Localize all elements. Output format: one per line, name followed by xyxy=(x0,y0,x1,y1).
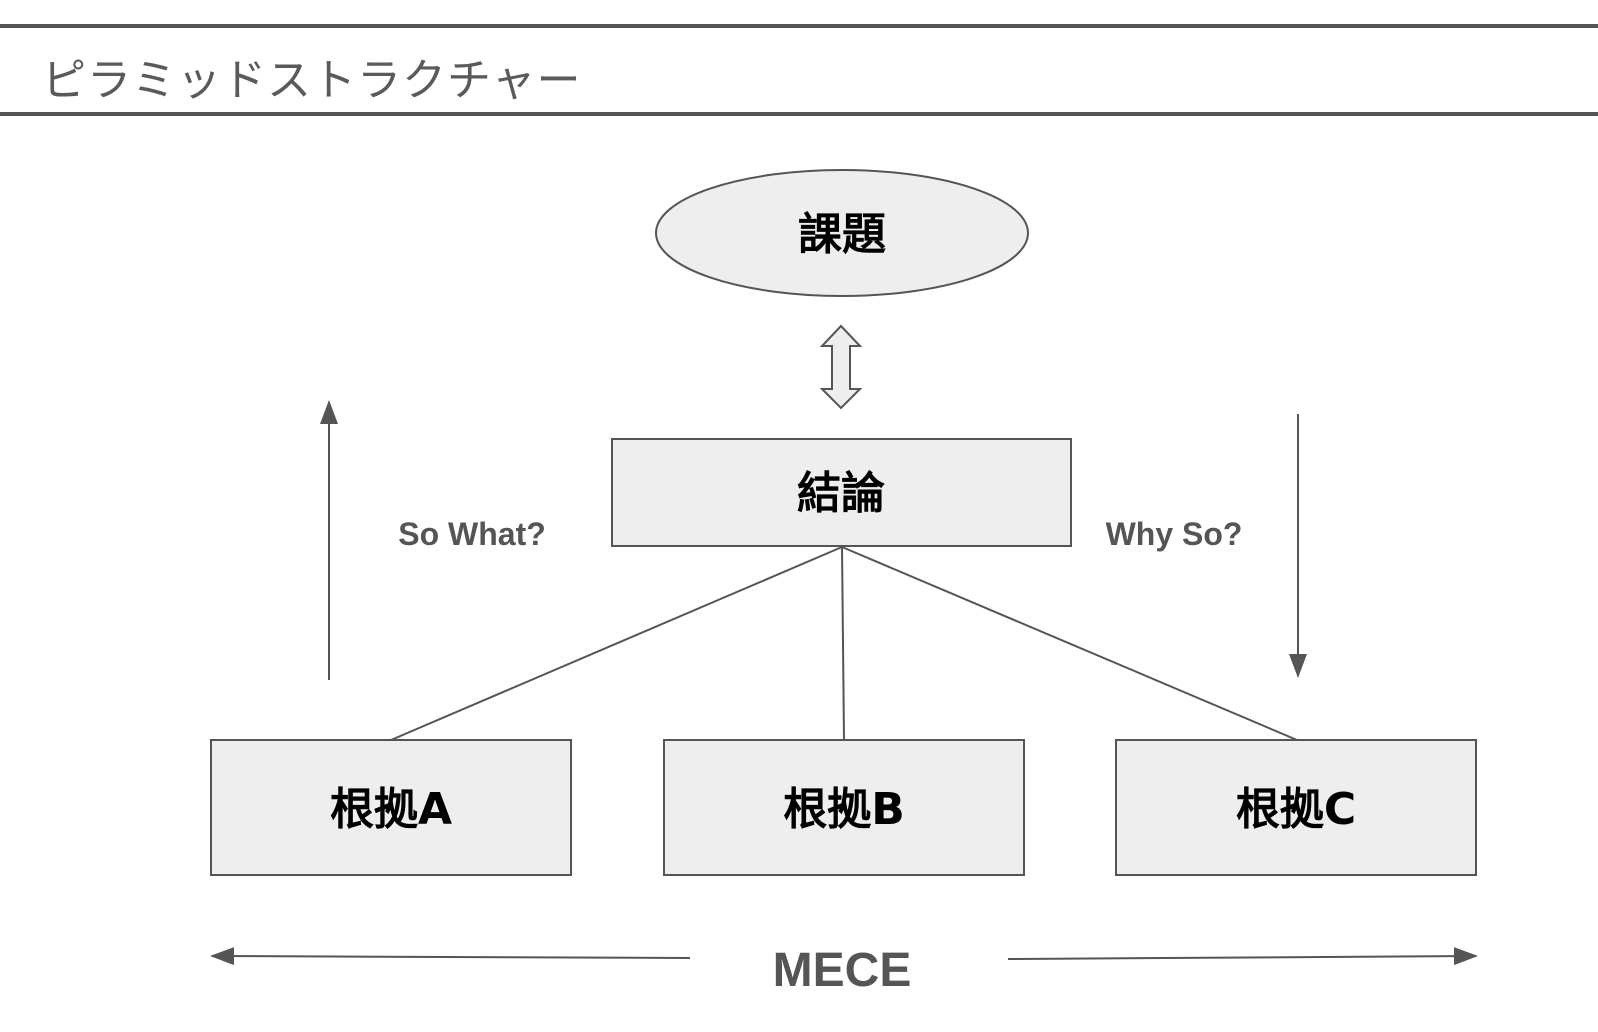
evidence-node-a: 根拠A xyxy=(210,739,572,876)
evidence-node-b: 根拠B xyxy=(663,739,1025,876)
why-so-label: Why So? xyxy=(1106,516,1243,552)
mece-left-arrow xyxy=(210,947,691,966)
evidence-label-b: 根拠B xyxy=(783,784,905,835)
double-arrow-icon xyxy=(819,324,863,410)
page-title: ピラミッドストラクチャー xyxy=(42,55,582,106)
connector-line-c xyxy=(841,546,1298,741)
evidence-box-c xyxy=(1115,739,1477,876)
evidence-label-a: 根拠A xyxy=(330,784,452,835)
evidence-label-c: 根拠C xyxy=(1236,784,1356,835)
evidence-box-b xyxy=(663,739,1025,876)
so-what-label: So What? xyxy=(398,516,546,552)
evidence-node-c: 根拠C xyxy=(1115,739,1477,876)
connector-line-b xyxy=(841,546,845,740)
conclusion-box xyxy=(611,438,1072,547)
connector-line-a xyxy=(390,546,843,741)
evidence-box-a xyxy=(210,739,572,876)
issue-ellipse xyxy=(655,169,1029,297)
conclusion-label: 結論 xyxy=(797,468,885,519)
mece-right-arrow xyxy=(1007,947,1478,966)
issue-node: 課題 xyxy=(655,169,1029,297)
mece-label: MECE xyxy=(773,944,912,997)
issue-label: 課題 xyxy=(798,209,886,260)
title-bar: ピラミッドストラクチャー xyxy=(0,24,1598,116)
conclusion-node: 結論 xyxy=(611,438,1072,547)
